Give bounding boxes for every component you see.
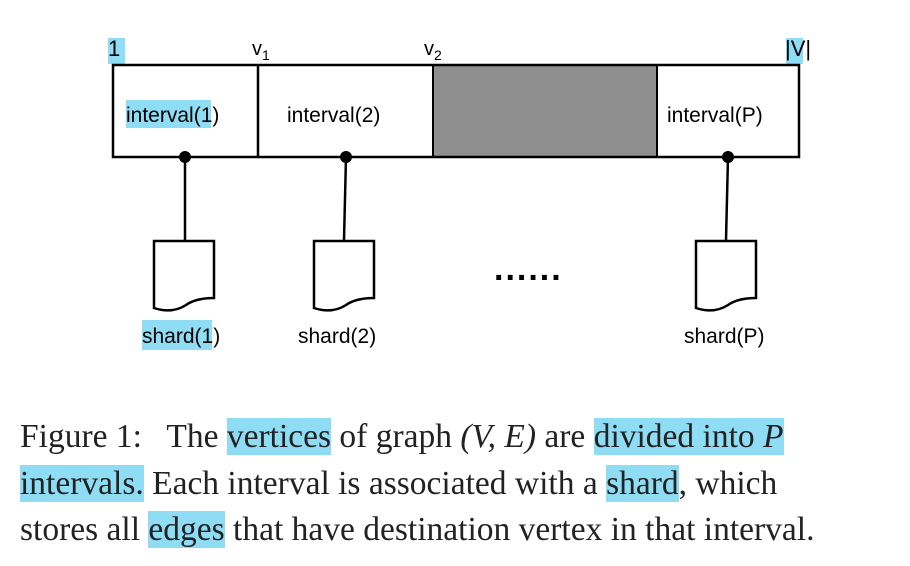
interval-p: interval(P) [667, 104, 763, 127]
ellipsis: ...... [494, 250, 563, 288]
label-v1: v1 [252, 38, 270, 63]
interval-2: interval(2) [287, 104, 380, 127]
label-start: 1 [108, 36, 120, 61]
highlight-start [108, 38, 125, 64]
interval-shard-diagram: 1 v1 v2 |V| interval(1) interval(2) inte… [108, 36, 811, 350]
vertex-bar [111, 63, 801, 159]
shard-p-label: shard(P) [684, 325, 765, 348]
highlight-interval1 [126, 100, 211, 128]
label-v2: v2 [424, 38, 442, 63]
caption-line-1: Figure 1: The vertices of graph (V, E) a… [20, 418, 784, 455]
connectors [183, 156, 730, 241]
shard-p-icon [694, 239, 758, 312]
label-end: |V| [785, 36, 811, 61]
figure-caption: Figure 1: The vertices of graph (V, E) a… [20, 414, 905, 554]
highlight-end [786, 38, 803, 64]
gray-block [433, 65, 657, 157]
caption-line-3: stores all edges that have destination v… [20, 511, 815, 548]
caption-line-2: intervals. Each interval is associated w… [20, 464, 778, 502]
highlight-shard1 [142, 320, 212, 350]
shard-2-label: shard(2) [298, 325, 376, 348]
shard-1-icon [152, 239, 216, 312]
connector-dot [340, 151, 352, 163]
shard-2-icon [312, 239, 376, 312]
connector-dot [179, 151, 191, 163]
interval-1: interval(1) [126, 104, 219, 127]
shard-1-label: shard(1) [142, 325, 220, 348]
connector-dot [722, 151, 734, 163]
